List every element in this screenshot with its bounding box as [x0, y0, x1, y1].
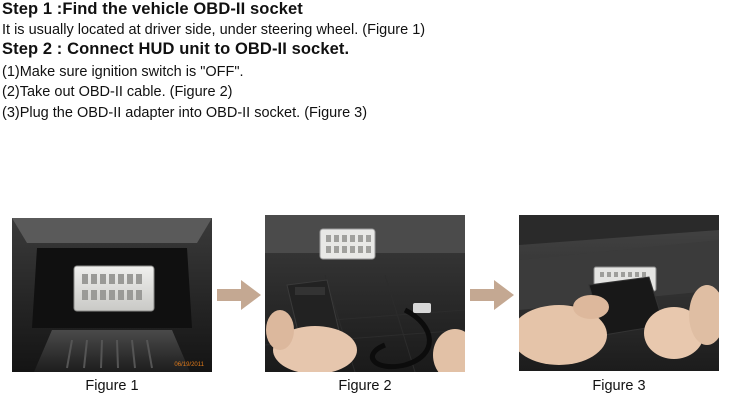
figure-2-photo: [265, 215, 465, 372]
step1-description: It is usually located at driver side, un…: [2, 22, 426, 38]
step2-heading: Step 2 : Connect HUD unit to OBD-II sock…: [2, 40, 350, 58]
figure-3-photo: [519, 215, 719, 371]
figure-1-photo: 06/19/2011: [12, 218, 212, 372]
step2-item-3: (3)Plug the OBD-II adapter into OBD-II s…: [2, 105, 368, 121]
date-stamp: 06/19/2011: [174, 362, 204, 368]
figure-2-caption: Figure 2: [338, 378, 392, 394]
right-arrow-icon: [470, 280, 514, 315]
step2-item-2: (2)Take out OBD-II cable. (Figure 2): [2, 84, 233, 100]
step2-item-1: (1)Make sure ignition switch is "OFF".: [2, 64, 244, 80]
step1-heading: Step 1 :Find the vehicle OBD-II socket: [2, 0, 303, 18]
right-arrow-icon: [217, 280, 261, 315]
figure-1-caption: Figure 1: [85, 378, 139, 394]
figure-3-caption: Figure 3: [592, 378, 646, 394]
